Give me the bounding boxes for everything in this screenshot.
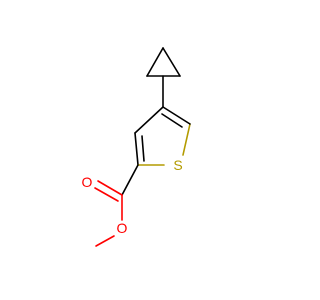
- bond-c3-c2-inner: [141, 135, 145, 162]
- bond-cyclopropyl-2: [162, 47, 181, 77]
- cyclopropyl-ring: [146, 47, 181, 77]
- bond-c2-carbonyl: [121, 164, 139, 196]
- sulfur-label: S: [173, 157, 182, 173]
- bond-c5-c4: [162, 106, 191, 125]
- bond-ester-o-methyl: [95, 235, 115, 247]
- bond-s-c5: [182, 123, 191, 156]
- ester-oxygen-label: O: [117, 220, 128, 236]
- bond-c3-c2: [134, 132, 139, 166]
- bond-c4-c3: [134, 106, 164, 134]
- bond-carbonyl-o-double-b: [94, 187, 119, 202]
- thiophene-ring: [134, 106, 191, 166]
- molecule-structure: S O O: [82, 47, 191, 247]
- bond-cyclopropyl-1: [146, 47, 164, 77]
- carbonyl-oxygen-label: O: [82, 174, 93, 190]
- bond-c5-c4-inner: [161, 113, 183, 128]
- bond-carbonyl-o-double-a: [97, 180, 123, 196]
- ester-group: [94, 164, 139, 247]
